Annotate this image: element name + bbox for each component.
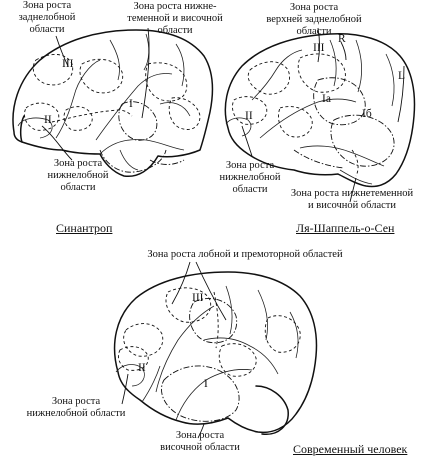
numeral-la-chapelle-l: L [398, 70, 406, 82]
la-chapelle-brain-drawing [224, 27, 416, 203]
numeral-sinanthropus-iii: III [62, 58, 74, 70]
label-modern-frontal-premotor-growth: Зона роста лобной и премоторной областей [147, 249, 343, 260]
label-la-chapelle-inferior-parietal-temporal-growth: Зона роста нижнетеменной и височной обла… [290, 188, 414, 211]
numeral-sinanthropus-i: I [129, 98, 133, 110]
label-sinanthropus-inferior-parietal-temporal-growth: Зона роста нижне- теменной и височной об… [127, 1, 223, 36]
caption-modern-human: Современный человек [293, 442, 408, 456]
numeral-la-chapelle-r: R [338, 33, 346, 45]
label-sinanthropus-inferior-frontal-growth: Зона роста нижнелобной области [47, 158, 109, 193]
caption-sinanthropus: Синантроп [56, 221, 113, 235]
numeral-la-chapelle-ii: II [245, 110, 253, 122]
caption-la-chapelle: Ля-Шаппель-о-Сен [296, 221, 395, 235]
numeral-la-chapelle-ia: Ia [322, 93, 331, 105]
label-la-chapelle-inferior-frontal-growth: Зона роста нижнелобной области [219, 160, 281, 195]
numeral-la-chapelle-iii: III [313, 42, 325, 54]
modern-human-brain-drawing [113, 261, 318, 439]
label-la-chapelle-upper-posterior-frontal-growth: Зона роста верхней заднелобной области [266, 2, 362, 37]
numeral-modern-ii: II [138, 362, 146, 374]
label-modern-inferior-frontal-growth: Зона роста нижнелобной области [26, 396, 126, 419]
numeral-sinanthropus-ii: II [44, 114, 52, 126]
sinanthropus-brain-drawing [12, 27, 214, 178]
label-sinanthropus-posterior-frontal-growth: Зона роста заднелобной области [18, 0, 76, 35]
label-modern-temporal-growth: Зона роста височной области [160, 430, 240, 453]
numeral-modern-iii: III [192, 292, 204, 304]
numeral-la-chapelle-ib: Iб [362, 108, 372, 120]
numeral-modern-i: I [204, 378, 208, 390]
